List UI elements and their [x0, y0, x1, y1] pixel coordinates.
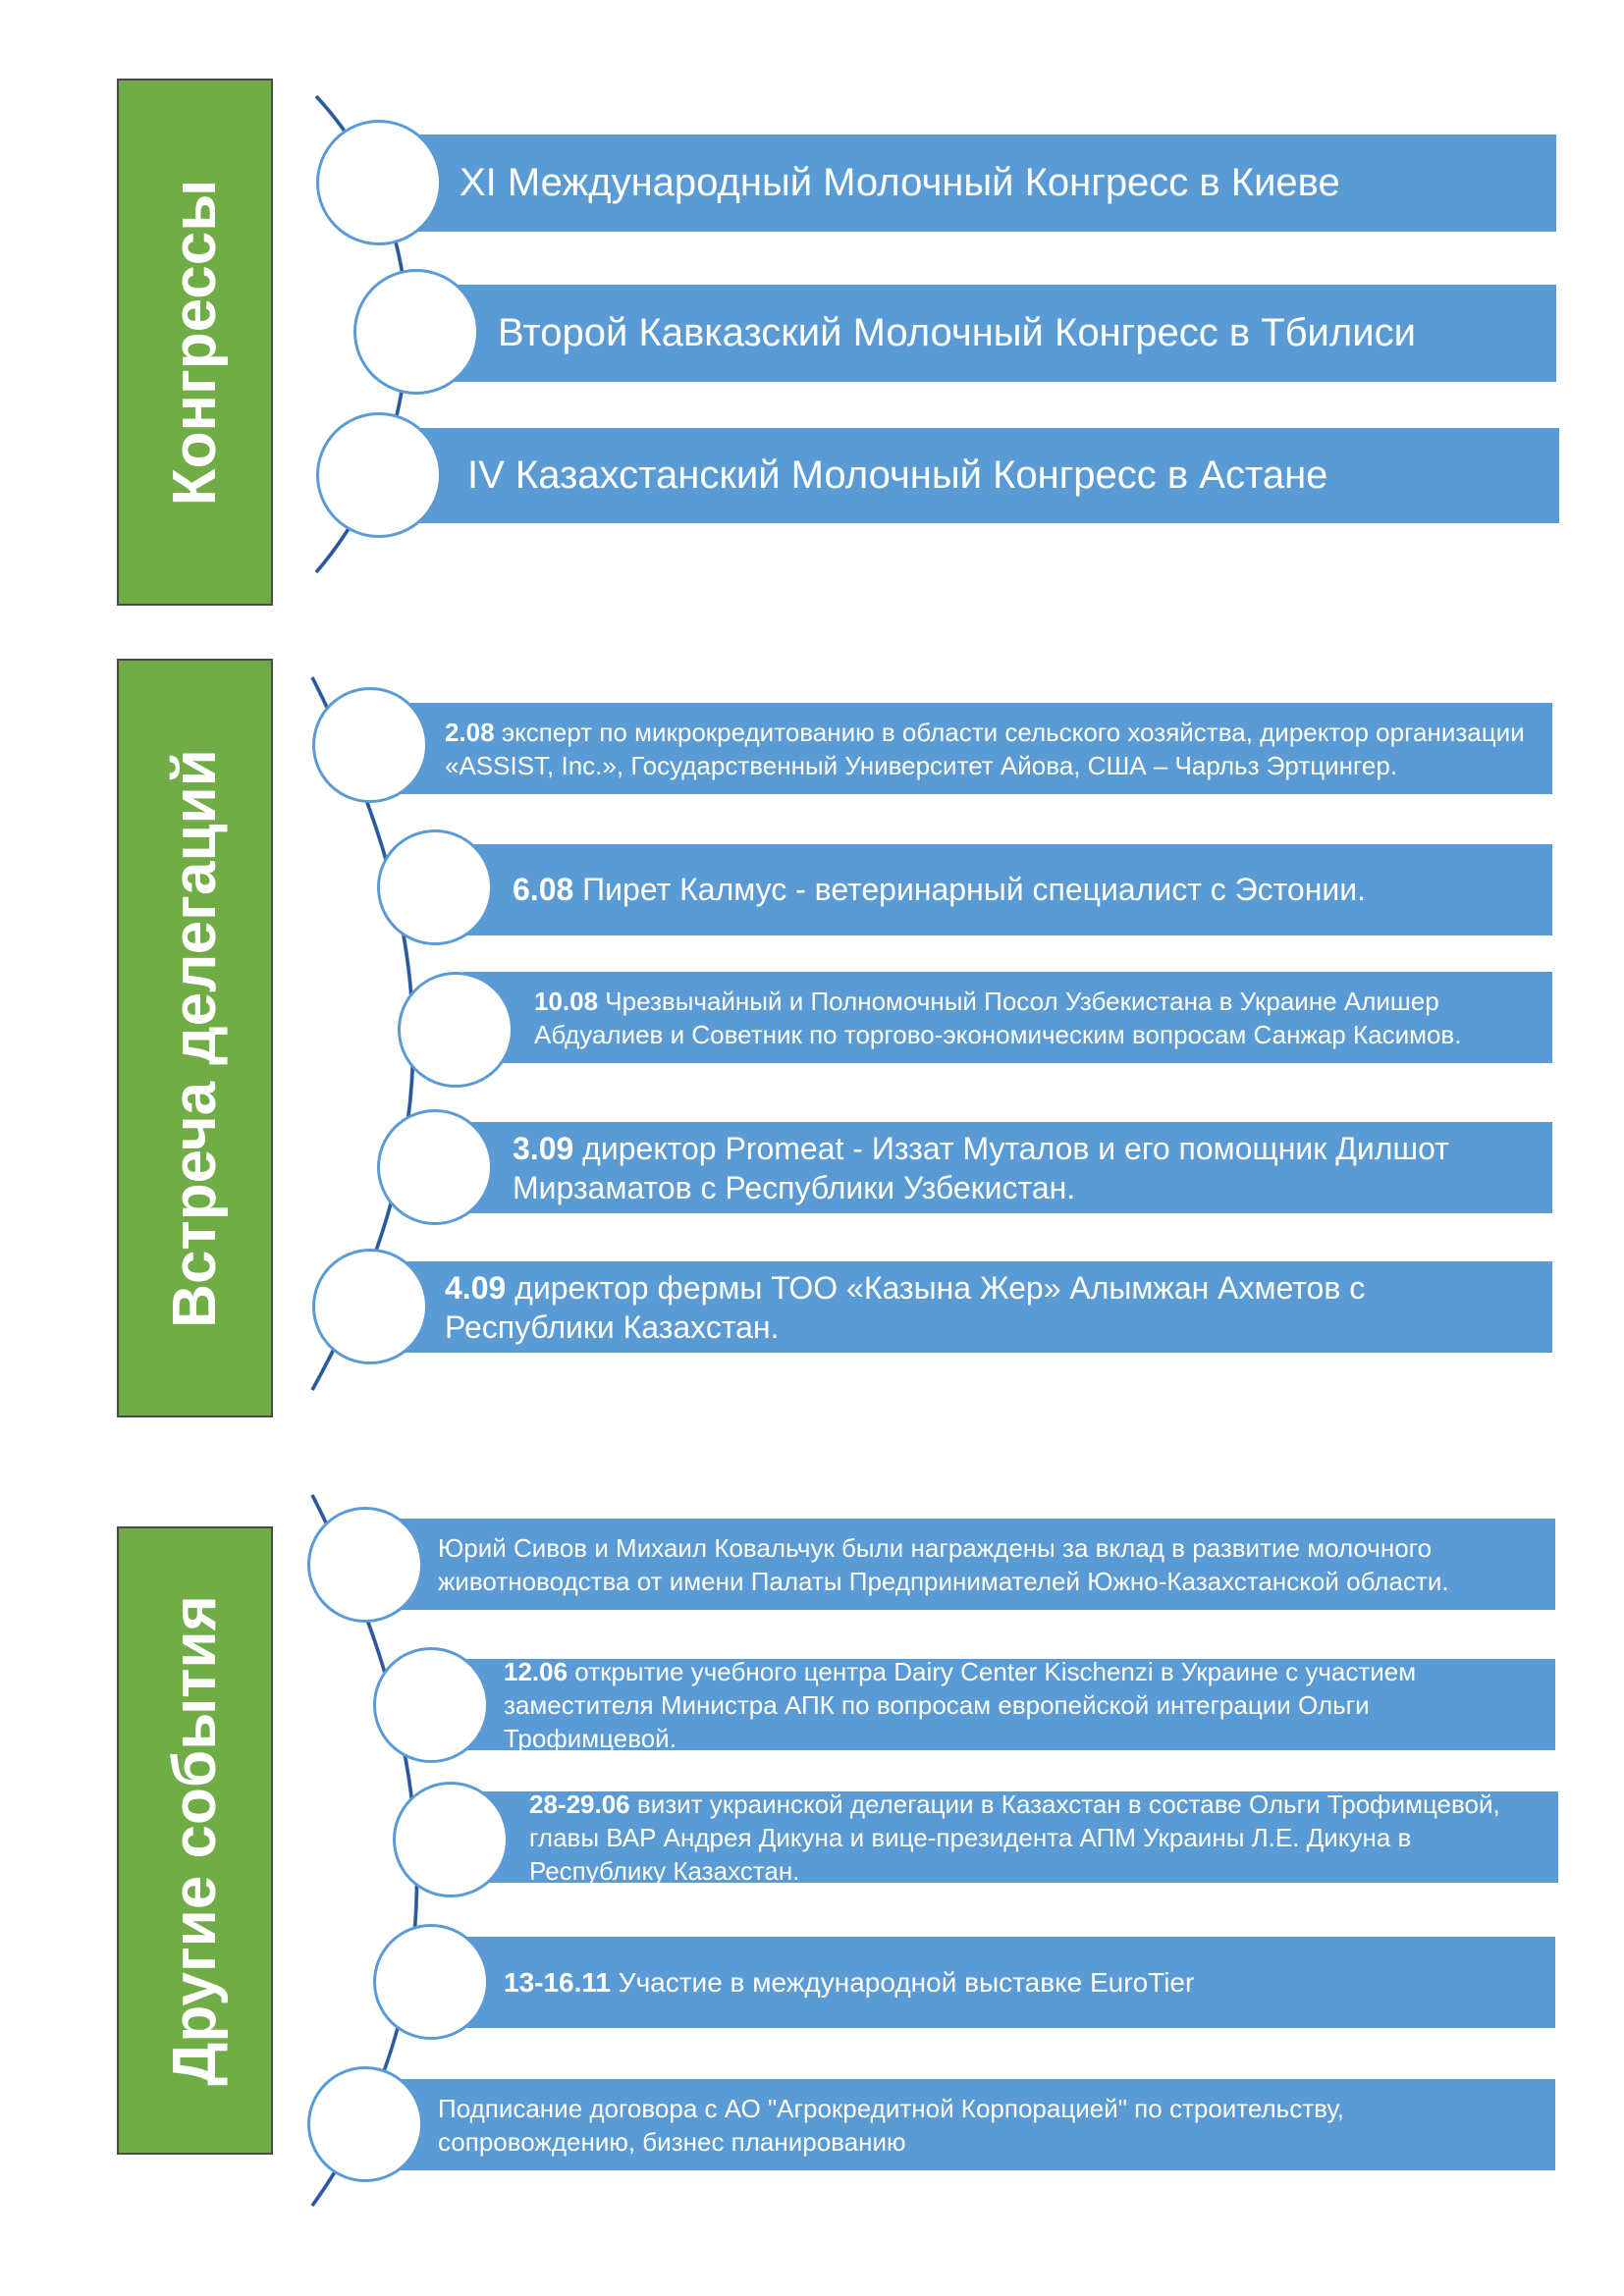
timeline-item: 6.08 Пирет Калмус - ветеринарный специал… — [440, 844, 1552, 935]
item-date: 12.06 — [504, 1656, 568, 1686]
timeline-item: 12.06 открытие учебного центра Dairy Cen… — [437, 1656, 1555, 1753]
timeline-item: 4.09 директор фермы ТОО «Казына Жер» Алы… — [378, 1261, 1552, 1353]
item-text: Участие в международной выставке EuroTie… — [611, 1966, 1195, 1998]
item-text: визит украинской делегации в Казахстан в… — [529, 1789, 1500, 1886]
timeline-node-circle — [373, 1647, 489, 1763]
timeline-node-circle — [353, 269, 479, 395]
section-title: Другие события — [160, 1595, 229, 2086]
item-date: 2.08 — [445, 717, 495, 747]
timeline-node-circle — [398, 972, 514, 1088]
item-date: 28-29.06 — [529, 1789, 630, 1819]
item-date: 4.09 — [445, 1269, 507, 1306]
timeline-item: IV Казахстанский Молочный Конгресс в Аст… — [381, 428, 1559, 523]
timeline-item: XI Международный Молочный Конгресс в Кие… — [381, 134, 1556, 232]
item-date: 13-16.11 — [504, 1966, 611, 1998]
item-text: Чрезвычайный и Полномочный Посол Узбекис… — [534, 986, 1462, 1049]
timeline-node-circle — [312, 1249, 428, 1364]
timeline-item: 3.09 директор Promeat - Иззат Муталов и … — [440, 1122, 1552, 1213]
item-text: Второй Кавказский Молочный Конгресс в Тб… — [498, 311, 1416, 354]
item-date: 6.08 — [513, 872, 574, 907]
timeline-node-circle — [393, 1782, 509, 1897]
item-text: директор Promeat - Иззат Муталов и его п… — [513, 1130, 1449, 1205]
item-text: IV Казахстанский Молочный Конгресс в Аст… — [467, 454, 1328, 497]
item-text: директор фермы ТОО «Казына Жер» Алымжан … — [445, 1269, 1366, 1345]
section-label-congresses: Конгрессы — [117, 79, 273, 606]
item-date: 10.08 — [534, 986, 599, 1016]
section-label-delegations: Встреча делегаций — [117, 659, 273, 1417]
section-title: Встреча делегаций — [160, 748, 229, 1328]
item-text: XI Международный Молочный Конгресс в Кие… — [460, 161, 1340, 204]
timeline-node-circle — [377, 1109, 493, 1225]
timeline-item: 2.08 эксперт по микрокредитованию в обла… — [378, 703, 1552, 794]
item-text: Юрий Сивов и Михаил Ковальчук были награ… — [438, 1532, 1449, 1596]
item-text: открытие учебного центра Dairy Center Ki… — [504, 1656, 1417, 1753]
timeline-node-circle — [316, 412, 442, 538]
timeline-node-circle — [307, 2066, 423, 2182]
item-text: эксперт по микрокредитованию в области с… — [445, 717, 1525, 780]
item-text: Подписание договора с АО "Агрокредитной … — [438, 2093, 1344, 2157]
item-date: 3.09 — [513, 1130, 574, 1166]
timeline-node-circle — [312, 687, 428, 803]
item-text: Пирет Калмус - ветеринарный специалист с… — [573, 872, 1367, 907]
timeline-item: 28-29.06 визит украинской делегации в Ка… — [459, 1789, 1558, 1886]
timeline-node-circle — [316, 120, 442, 245]
section-title: Конгрессы — [160, 179, 229, 506]
timeline-item: 13-16.11 Участие в международной выставк… — [437, 1937, 1555, 2028]
timeline-item: Юрий Сивов и Михаил Ковальчук были награ… — [377, 1519, 1555, 1610]
section-label-other-events: Другие события — [117, 1526, 273, 2155]
timeline-node-circle — [307, 1507, 423, 1623]
timeline-item: Подписание договора с АО "Агрокредитной … — [377, 2079, 1555, 2170]
timeline-node-circle — [373, 1924, 489, 2040]
timeline-item: 10.08 Чрезвычайный и Полномочный Посол У… — [463, 972, 1552, 1063]
timeline-node-circle — [377, 829, 493, 945]
timeline-item: Второй Кавказский Молочный Конгресс в Тб… — [417, 285, 1556, 382]
